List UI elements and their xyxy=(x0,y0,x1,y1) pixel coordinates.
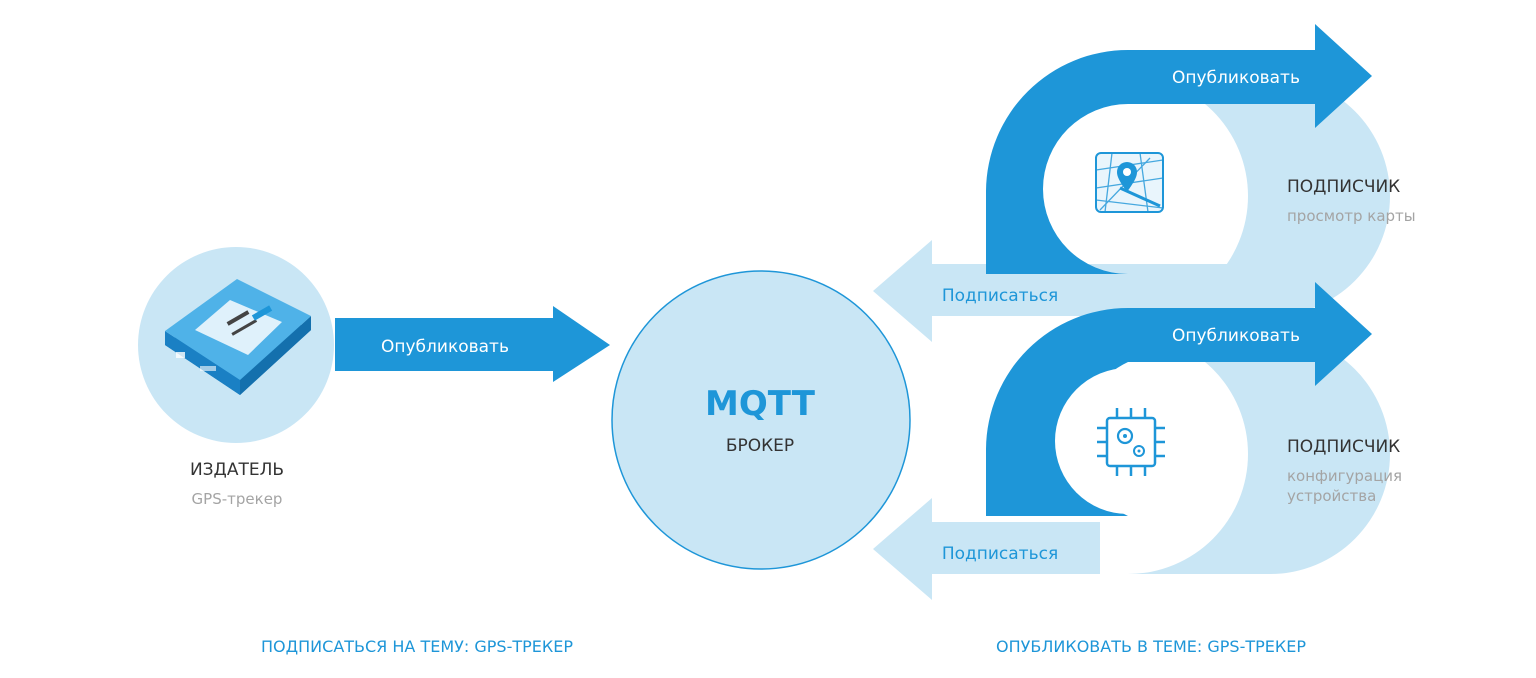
map-pin-icon xyxy=(1095,152,1164,213)
subscriber-1-subtitle: просмотр карты xyxy=(1287,207,1416,225)
subscriber-2-subtitle-line-2: устройства xyxy=(1287,487,1376,505)
subscriber-2-subscribe-arrow xyxy=(873,498,1100,600)
subscriber-2-publish-label: Опубликовать xyxy=(1172,326,1300,346)
publisher-publish-label: Опубликовать xyxy=(381,337,509,357)
subscriber-2-subscribe-label: Подписаться xyxy=(942,544,1058,564)
footer-subscribe-topic: ПОДПИСАТЬСЯ НА ТЕМУ: GPS-ТРЕКЕР xyxy=(261,637,573,656)
gps-tracker-device-icon xyxy=(165,279,311,395)
broker-circle xyxy=(611,270,911,570)
publisher-title: ИЗДАТЕЛЬ xyxy=(190,460,284,480)
footer-publish-topic: ОПУБЛИКОВАТЬ В ТЕМЕ: GPS-ТРЕКЕР xyxy=(996,637,1306,656)
publisher-subtitle: GPS-трекер xyxy=(192,490,283,508)
broker-title: MQTT xyxy=(705,384,816,424)
subscriber-2-loop xyxy=(873,282,1390,600)
publisher-publish-arrow xyxy=(335,306,610,382)
subscriber-2-subtitle-line-1: конфигурация xyxy=(1287,467,1402,485)
subscriber-2-title: ПОДПИСЧИК xyxy=(1287,437,1400,457)
subscriber-1-title: ПОДПИСЧИК xyxy=(1287,177,1400,197)
broker-subtitle: БРОКЕР xyxy=(726,436,794,456)
chip-gears-icon xyxy=(1097,408,1165,476)
subscriber-1-publish-label: Опубликовать xyxy=(1172,68,1300,88)
subscriber-1-subscribe-label: Подписаться xyxy=(942,286,1058,306)
subscriber-2-icon-circle xyxy=(1055,368,1201,514)
subscriber-1-publish-arrow xyxy=(986,24,1372,274)
subscriber-1-loop xyxy=(873,24,1390,342)
subscriber-2-publish-arrow xyxy=(986,282,1372,516)
